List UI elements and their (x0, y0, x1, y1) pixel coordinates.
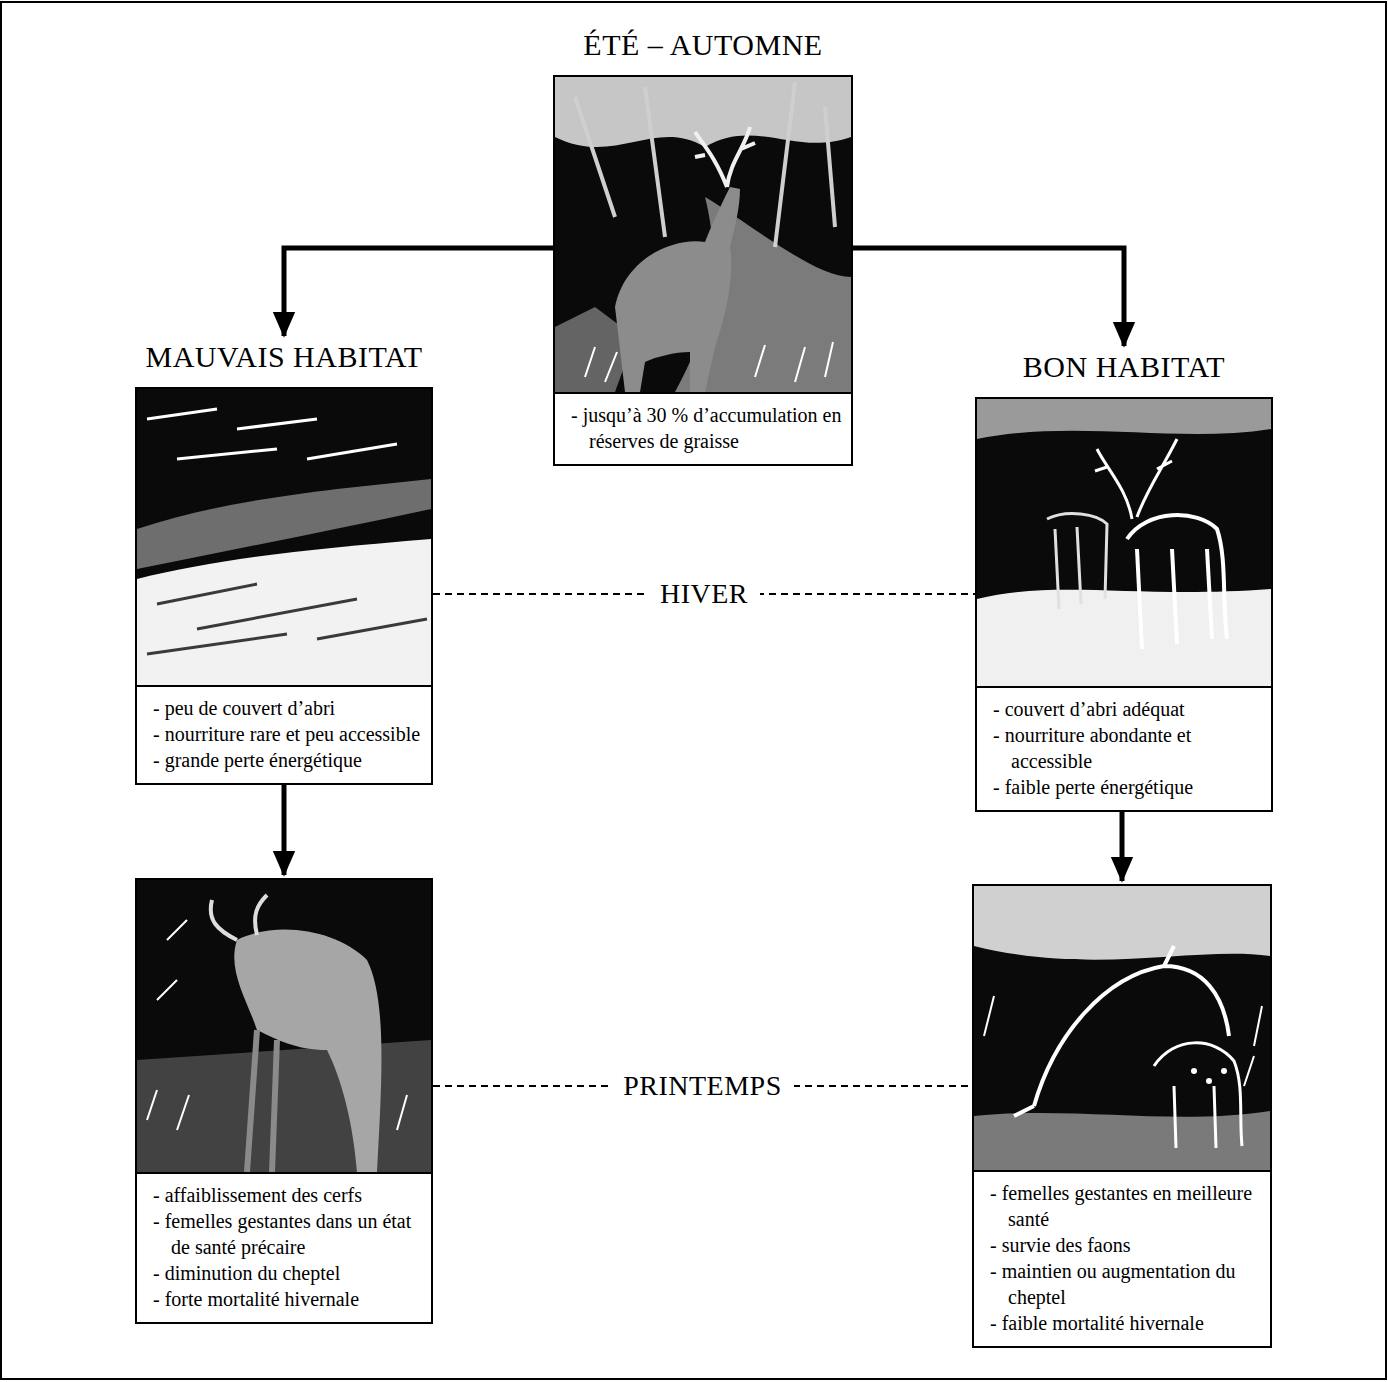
summer-photo (555, 77, 851, 392)
caption-box: - femelles gestantes en meilleure santé-… (974, 1170, 1270, 1346)
caption-box: - couvert d’abri adéquat- nourriture abo… (977, 686, 1271, 810)
stage-heading: MAUVAIS HABITAT (85, 339, 483, 375)
bullet-text: - grande perte énergétique (145, 747, 423, 773)
good-winter-photo (977, 399, 1271, 686)
bullet-text: - jusqu’à 30 % d’accumulation en réserve… (563, 402, 843, 454)
flow-arrow (282, 785, 287, 875)
stage-box: - femelles gestantes en meilleure santé-… (972, 884, 1272, 1348)
bullet-text: - forte mortalité hivernale (145, 1286, 423, 1312)
flow-arrow (1120, 812, 1125, 881)
caption-box: - jusqu’à 30 % d’accumulation en réserve… (555, 392, 851, 464)
flow-arrow (853, 248, 1124, 346)
stage-heading: BON HABITAT (925, 349, 1323, 385)
stage-box: ÉTÉ – AUTOMNE- jusqu’à 30 % d’accumulati… (553, 27, 853, 466)
bullet-text: - couvert d’abri adéquat (985, 696, 1263, 722)
photo-area (555, 77, 851, 392)
bullet-text: - affaiblissement des cerfs (145, 1182, 423, 1208)
photo-frame: - femelles gestantes en meilleure santé-… (972, 884, 1272, 1348)
photo-area (137, 880, 431, 1172)
bullet-text: - femelles gestantes en meilleure santé (982, 1180, 1262, 1232)
photo-area (977, 399, 1271, 686)
bullet-text: - survie des faons (982, 1232, 1262, 1258)
bad-spring-photo (137, 880, 431, 1172)
season-label: PRINTEMPS (611, 1069, 794, 1103)
bad-winter-photo (137, 389, 431, 685)
season-label: HIVER (648, 577, 760, 611)
photo-frame: - jusqu’à 30 % d’accumulation en réserve… (553, 75, 853, 466)
photo-area (974, 886, 1270, 1170)
photo-area (137, 389, 431, 685)
photo-frame: - couvert d’abri adéquat- nourriture abo… (975, 397, 1273, 812)
bullet-text: - peu de couvert d’abri (145, 695, 423, 721)
bullet-text: - faible mortalité hivernale (982, 1310, 1262, 1336)
stage-box: MAUVAIS HABITAT- peu de couvert d’abri- … (135, 339, 433, 785)
bullet-text: - faible perte énergétique (985, 774, 1263, 800)
bullet-text: - nourriture rare et peu accessible (145, 721, 423, 747)
bullet-text: - diminution du cheptel (145, 1260, 423, 1286)
bullet-text: - nourriture abondante et accessible (985, 722, 1263, 774)
photo-frame: - peu de couvert d’abri- nourriture rare… (135, 387, 433, 785)
stage-box: BON HABITAT- couvert d’abri adéquat- nou… (975, 349, 1273, 812)
stage-heading: ÉTÉ – AUTOMNE (503, 27, 903, 63)
bullet-text: - maintien ou augmentation du cheptel (982, 1258, 1262, 1310)
caption-box: - peu de couvert d’abri- nourriture rare… (137, 685, 431, 783)
good-spring-photo (974, 886, 1270, 1170)
stage-box: - affaiblissement des cerfs- femelles ge… (135, 878, 433, 1324)
caption-box: - affaiblissement des cerfs- femelles ge… (137, 1172, 431, 1322)
flow-arrow (284, 248, 553, 336)
photo-frame: - affaiblissement des cerfs- femelles ge… (135, 878, 433, 1324)
bullet-text: - femelles gestantes dans un état de san… (145, 1208, 423, 1260)
